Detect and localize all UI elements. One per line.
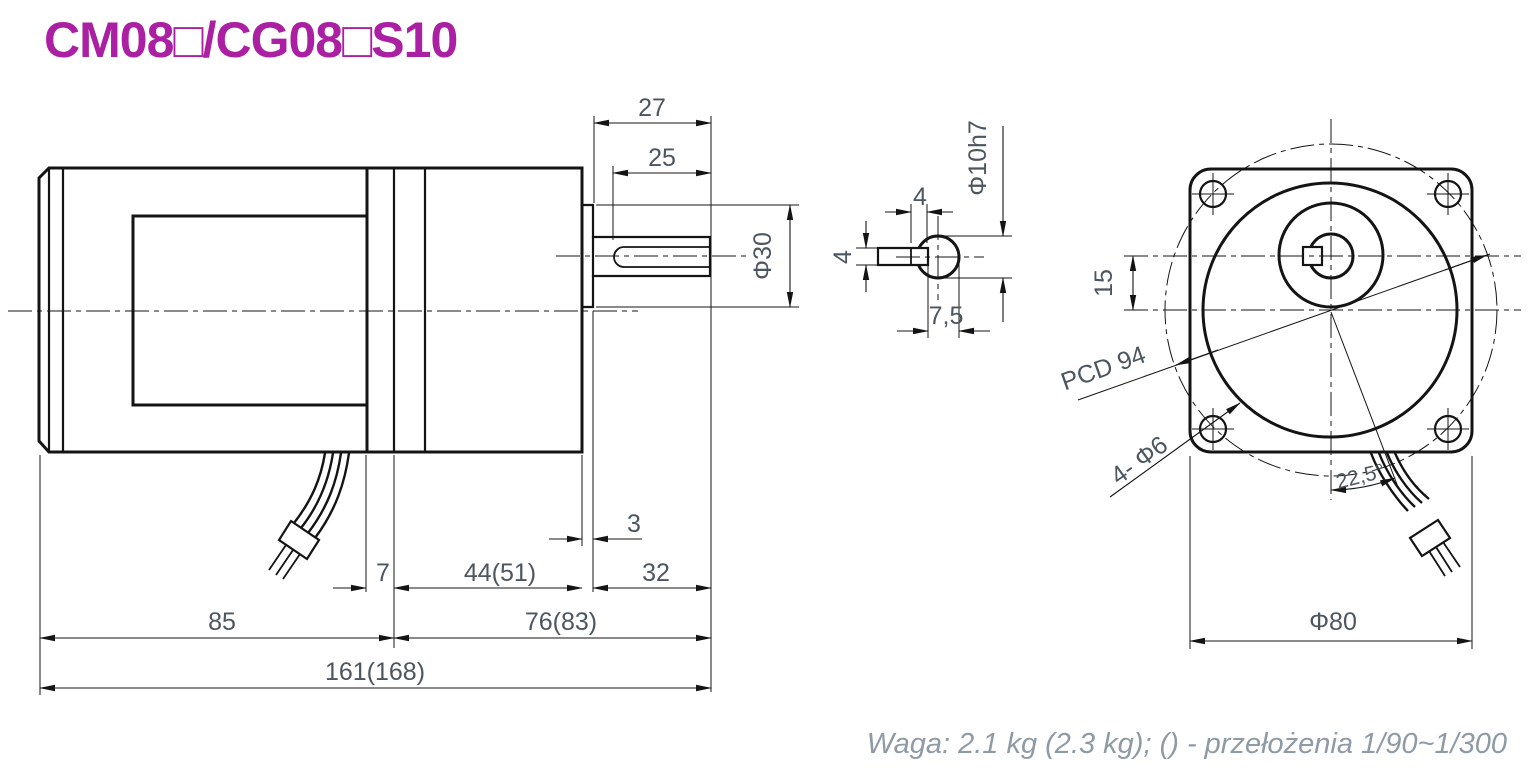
front-view: 15 PCD 94 4- Φ6 22,5° Φ80	[1057, 119, 1521, 649]
dimension-76-83: 76(83)	[393, 608, 712, 642]
dimension-4-phi6: 4- Φ6	[1106, 402, 1241, 498]
dimension-7-5: 7,5	[897, 302, 990, 335]
dim-label: PCD 94	[1057, 341, 1149, 397]
dim-label: 3	[627, 510, 641, 538]
output-shaft	[591, 235, 712, 278]
motor-body-outline	[37, 166, 584, 454]
dimension-phi80: Φ80	[1189, 456, 1473, 649]
dim-label: 32	[642, 559, 670, 587]
dimension-32: 32	[592, 559, 712, 592]
dim-label: 85	[208, 608, 236, 636]
dim-label: 44(51)	[464, 559, 536, 587]
dim-label: 25	[648, 144, 676, 172]
dimension-27: 27	[593, 94, 712, 127]
dimension-7: 7	[333, 559, 390, 592]
dimension-25: 25	[612, 144, 712, 177]
dimension-phi10h7: Φ10h7	[964, 120, 1007, 322]
dim-label: 15	[1090, 269, 1118, 297]
dim-label: Φ80	[1309, 608, 1357, 636]
dim-label: Φ30	[749, 232, 777, 280]
dimension-44-51: 44(51)	[393, 559, 583, 592]
dimension-161-168: 161(168)	[39, 658, 712, 692]
dim-label: 4	[829, 250, 857, 264]
shaft-keyway-slot	[613, 246, 710, 268]
page-title: CM08□/CG08□S10	[44, 12, 457, 68]
dim-label: 27	[638, 94, 666, 122]
dim-label: 7	[376, 559, 390, 587]
dimension-key-width: 4	[885, 183, 953, 216]
cable-connector	[277, 519, 321, 561]
cable-connector	[1408, 518, 1452, 558]
cable-wire-tips	[1428, 541, 1461, 577]
dim-label: 7,5	[929, 302, 964, 330]
dim-label: 76(83)	[525, 608, 597, 636]
side-view: 27 25 Φ30 3 7 44(51) 32 85	[8, 94, 799, 695]
dimension-key-height: 4	[829, 221, 870, 292]
dimension-3: 3	[549, 510, 642, 543]
motor-cable	[268, 452, 351, 580]
dim-label: 4	[913, 183, 927, 211]
cable-wire-tips	[268, 544, 301, 580]
dim-label: 22,5°	[1334, 460, 1387, 494]
dim-label: Φ10h7	[964, 120, 992, 196]
mount-holes	[1192, 173, 1469, 450]
dim-label: 4- Φ6	[1106, 431, 1173, 491]
flange-cable	[1330, 311, 1461, 577]
dimension-15: 15	[1090, 255, 1137, 311]
shaft-boss	[580, 203, 595, 309]
dimension-pcd94: PCD 94	[1057, 253, 1491, 401]
section-view: 4 4 Φ10h7 7,5	[829, 120, 1012, 338]
cable-exit-axis	[1330, 311, 1399, 488]
weight-footnote: Waga: 2.1 kg (2.3 kg); () - przełożenia …	[867, 728, 1507, 760]
dimension-phi30: Φ30	[749, 204, 794, 308]
dim-label: 161(168)	[325, 658, 425, 686]
dimension-85: 85	[39, 608, 395, 642]
